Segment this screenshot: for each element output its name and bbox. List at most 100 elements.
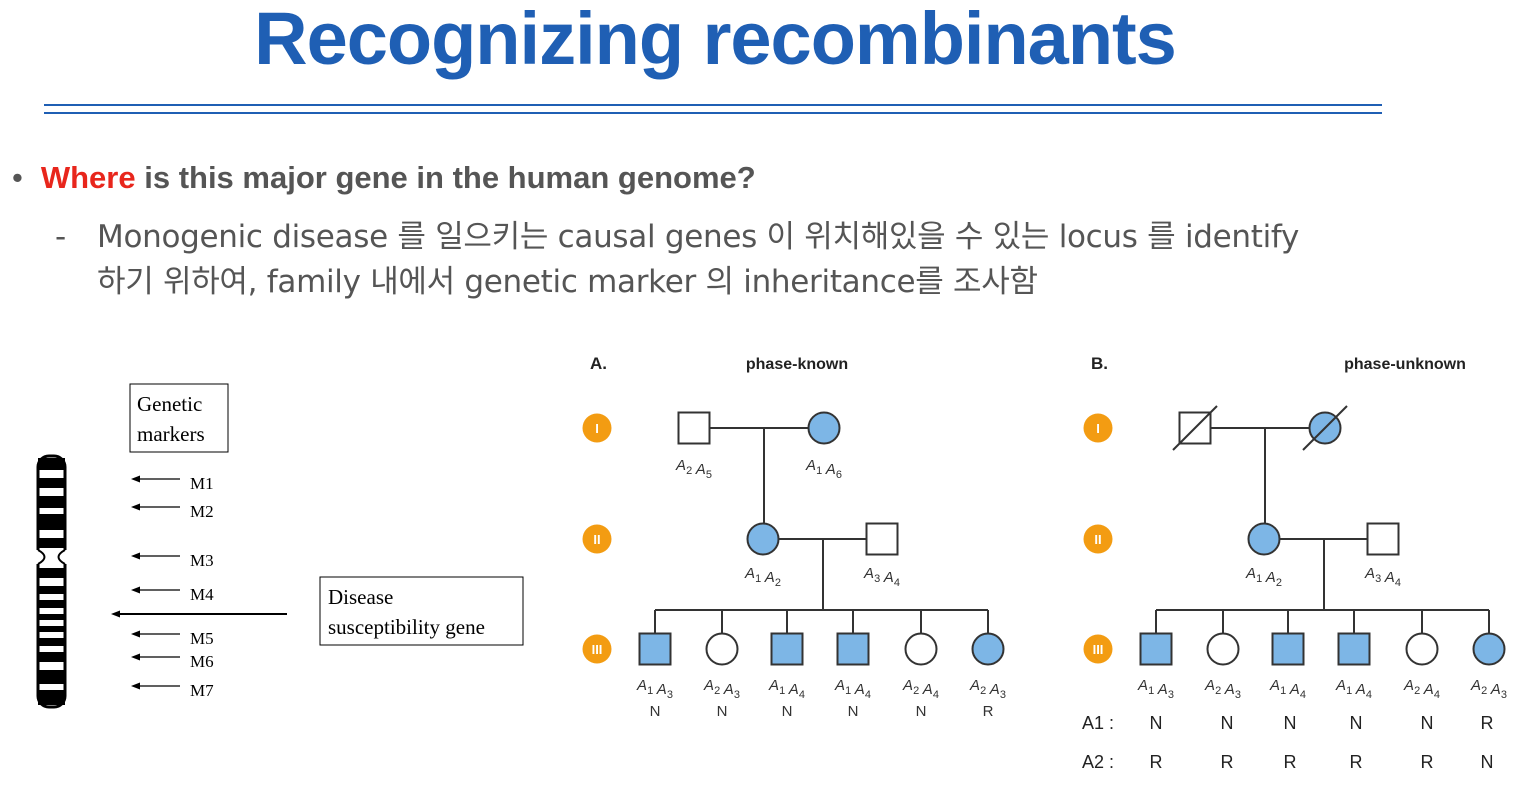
generation-badge [1083,524,1113,554]
marker-label: M1 [190,474,214,493]
A-gen3-genotype: A2 A4 [902,677,939,701]
A-gen3-genotype: A1 A4 [834,677,871,701]
B-status-a1: N [1284,713,1297,733]
B-gen3-child [1337,632,1371,666]
A-gen3-child [971,632,1005,666]
deceased-slash [1172,405,1218,451]
A-gen3-child [770,632,804,666]
A-gen2-mother-genotype: A1 A2 [744,565,781,589]
generation-badge [1083,413,1113,443]
B-status-a1: R [1481,713,1494,733]
B-status-a2: N [1481,752,1494,772]
marker-label: M7 [190,681,214,700]
marker-label: M2 [190,502,214,521]
A-gen1-mother-genotype: A1 A6 [805,457,842,481]
B-status-a1: N [1350,713,1363,733]
chromosome-band [38,538,65,548]
A-gen3-child [705,632,739,666]
sub-dash: - [55,219,67,255]
A-recombination-status: R [983,703,994,720]
A-gen3-genotype: A2 A3 [969,677,1006,701]
chromosome-band [38,600,65,608]
chromosome-band [38,568,65,578]
A-gen2-father [865,522,899,556]
B-panel-label: B. [1091,354,1108,373]
markers-box-line2: markers [137,422,205,446]
A-gen1-mother [807,411,841,445]
generation-badge [582,634,612,664]
generation-label: II [1094,532,1101,547]
marker-arrow-head [131,475,140,483]
A-gen1-father [677,411,711,445]
B-gen2-father-genotype: A3 A4 [1364,565,1401,589]
title-rule-bottom [44,112,1382,114]
gene-arrow-head [111,610,120,618]
marker-arrow-head [131,552,140,560]
marker-arrow-head [131,653,140,661]
A-gen3-child [836,632,870,666]
A-recombination-status: N [916,703,927,720]
marker-arrow-head [131,682,140,690]
marker-arrow-head [131,586,140,594]
chromosome-band [38,586,65,594]
generation-label: III [1093,642,1104,657]
B-gen3-genotype: A2 A4 [1403,677,1440,701]
generation-label: II [593,532,600,547]
A-gen3-child [904,632,938,666]
marker-arrow-head [131,630,140,638]
A-gen3-genotype: A1 A3 [636,677,673,701]
B-panel-title: phase-unknown [1344,356,1466,373]
B-gen3-genotype: A2 A3 [1470,677,1507,701]
A-gen2-father-genotype: A3 A4 [863,565,900,589]
marker-label: M4 [190,585,214,604]
A-recombination-status: N [650,703,661,720]
generation-label: I [595,421,599,436]
chromosome-band [38,638,65,646]
A-panel-title: phase-known [746,356,848,373]
A-gen3-genotype: A2 A3 [703,677,740,701]
B-status-a2: R [1350,752,1363,772]
chromosome-band [38,670,65,684]
bullet-dot: • [12,160,23,195]
bullet-highlight: Where [40,160,136,195]
B-gen3-child [1271,632,1305,666]
chromosome-band [38,652,65,662]
B-gen3-genotype: A1 A4 [1335,677,1372,701]
B-gen2-father [1366,522,1400,556]
B-status-a1: N [1150,713,1163,733]
B-gen3-genotype: A2 A3 [1204,677,1241,701]
chromosome-band [38,478,65,488]
B-gen2-mother-genotype: A1 A2 [1245,565,1282,589]
chromosome-band [38,514,65,530]
A-gen3-child [638,632,672,666]
B-status-a2: R [1221,752,1234,772]
bullet-point: • Where is this major gene in the human g… [12,160,756,196]
sub-line-2: 하기 위하여, family 내에서 genetic marker 의 inhe… [97,264,1038,300]
sub-line-1: Monogenic disease 를 일으키는 causal genes 이 … [97,219,1300,255]
B-gen3-child [1139,632,1173,666]
B-row-label-a2: A2 : [1082,752,1114,772]
generation-badge [582,413,612,443]
marker-arrow-head [131,503,140,511]
B-gen3-child [1405,632,1439,666]
chromosome-band [38,496,65,508]
deceased-slash [1302,405,1348,451]
B-status-a2: R [1284,752,1297,772]
generation-badge [1083,634,1113,664]
B-status-a1: N [1221,713,1234,733]
bullet-text: is this major gene in the human genome? [135,160,756,195]
B-row-label-a1: A1 : [1082,713,1114,733]
B-gen3-child [1206,632,1240,666]
gene-box-line1: Disease [328,585,393,609]
A-recombination-status: N [717,703,728,720]
A-gen1-father-genotype: A2 A5 [675,457,712,481]
chromosome-band [38,690,65,705]
markers-box-line1: Genetic [137,392,202,416]
chromosome-band [38,614,65,620]
A-gen3-genotype: A1 A4 [768,677,805,701]
generation-label: III [592,642,603,657]
B-status-a1: N [1421,713,1434,733]
gene-box-line2: susceptibility gene [328,615,485,639]
A-recombination-status: N [848,703,859,720]
